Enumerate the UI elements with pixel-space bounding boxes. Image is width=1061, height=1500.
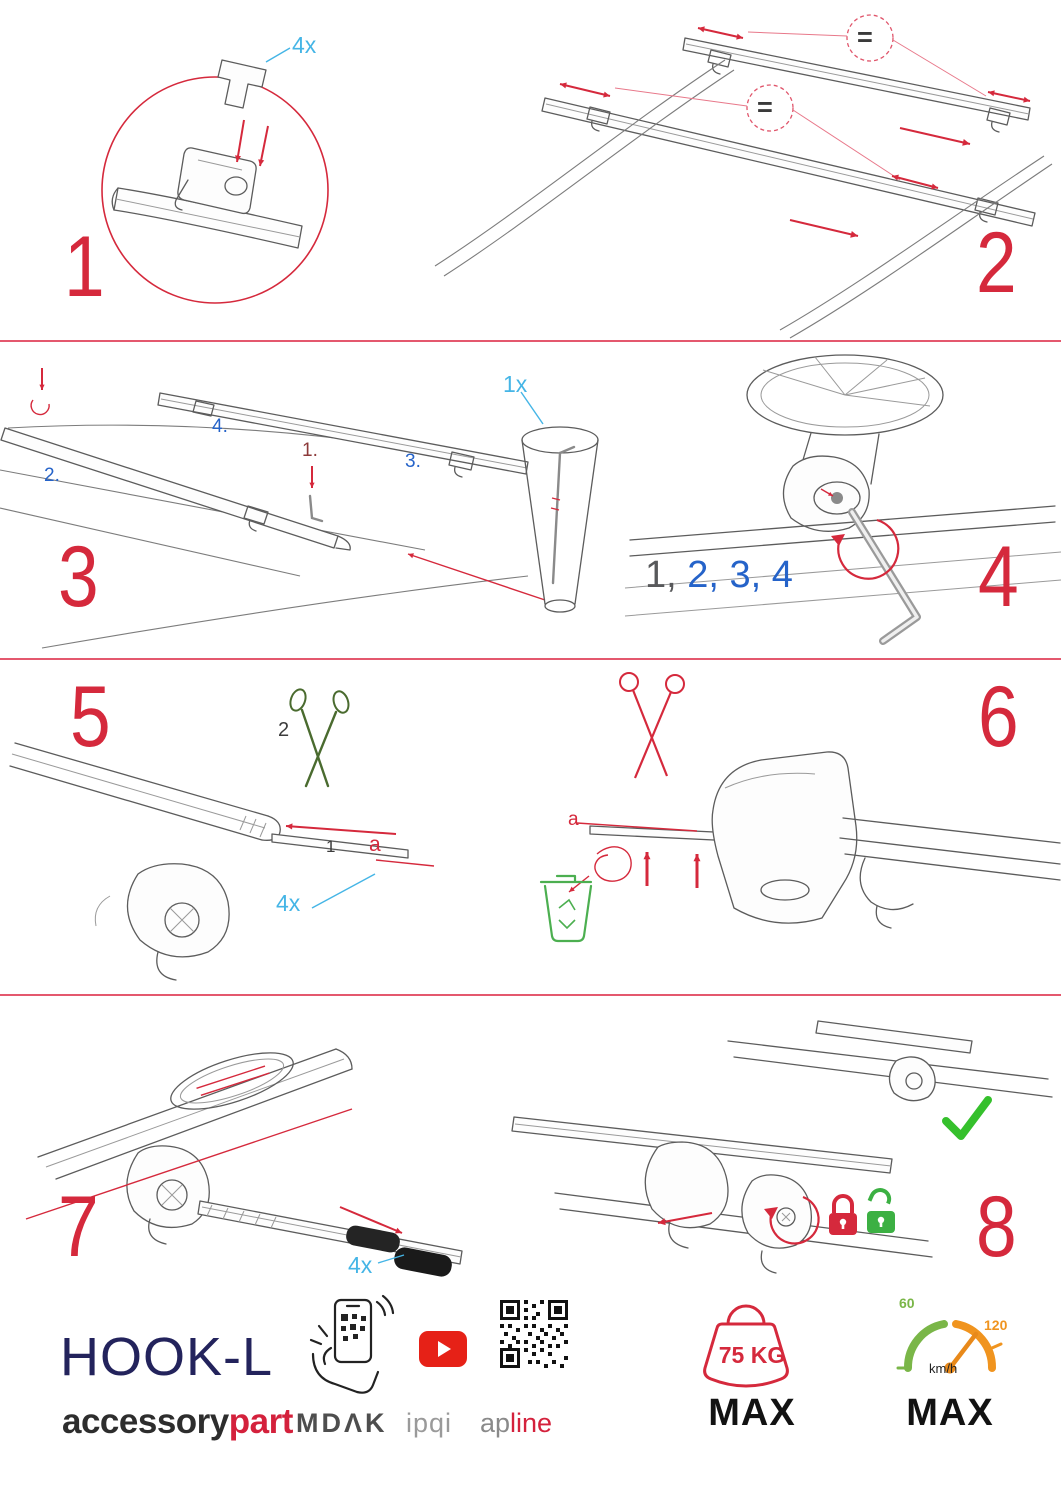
recycle-symbol (558, 898, 576, 930)
logo-apline-line: line (510, 1408, 553, 1438)
step1-qty-label: 4x (292, 32, 317, 58)
brand-logo: accessorypart (62, 1404, 293, 1439)
equal-circle (746, 84, 794, 132)
step1-illustration (101, 47, 329, 304)
equal-symbol: = (857, 22, 873, 52)
step3-qty-label: 1x (503, 371, 528, 397)
step3-substep-1: 1. (302, 440, 318, 461)
step8-illustration (511, 1020, 1053, 1274)
section-divider (0, 994, 1061, 996)
logo-apline-ap: ap (480, 1408, 511, 1438)
step1-number: 1 (64, 219, 105, 315)
speed-high-label: 120 (984, 1317, 1008, 1333)
speed-unit-label: km/h (929, 1361, 958, 1376)
weight-limit-icon (703, 1304, 789, 1388)
step6-illustration (539, 672, 1061, 943)
mount-bracket (217, 59, 267, 109)
trash-bin-icon (539, 874, 593, 943)
brand-accessory: accessory (62, 1402, 229, 1441)
step8-number: 8 (976, 1179, 1017, 1275)
step3-substep-4: 4. (212, 416, 228, 437)
phone-qr-icon (309, 1294, 395, 1394)
step3-illustration (0, 368, 599, 649)
step2-illustration (434, 14, 1053, 339)
allen-key-icon (551, 445, 576, 585)
step2-number: 2 (976, 215, 1017, 311)
step5-number: 5 (70, 669, 111, 765)
step7-qty-label: 4x (348, 1252, 373, 1278)
logo-ipqi: ipqi (406, 1408, 453, 1438)
logo-mdak: MDΛK (296, 1408, 388, 1438)
bar-opening (170, 1052, 294, 1110)
speed-low-label: 60 (899, 1295, 915, 1311)
scissors-icon (619, 672, 685, 779)
weight-limit-max: MAX (708, 1392, 796, 1434)
allen-key-icon (848, 508, 921, 645)
lock-open-icon (867, 1188, 895, 1233)
step6-number: 6 (978, 669, 1019, 765)
sequence-remaining: 2, 3, 4 (687, 554, 793, 596)
product-name: HOOK-L (60, 1327, 274, 1387)
speed-max: MAX (906, 1392, 994, 1434)
end-caps (346, 1225, 452, 1277)
section-divider (0, 340, 1061, 342)
equal-symbol: = (757, 92, 773, 122)
step5-qty-label: 4x (276, 890, 301, 916)
offcut-curl (594, 846, 632, 882)
tighten-sequence-text: 1, 2, 3, 4 (645, 556, 793, 594)
step4-illustration (624, 354, 1061, 645)
brand-part: part (228, 1402, 294, 1441)
step5-strip-label: a (369, 833, 381, 856)
rotate-arrow (769, 1195, 820, 1245)
rubber-strip (271, 833, 409, 859)
rotate-arrow (837, 518, 900, 580)
sequence-done: 1, (645, 554, 677, 596)
magnifier-circle (101, 76, 329, 304)
plastic-cover (711, 751, 858, 924)
speedometer-icon (896, 1320, 1003, 1374)
qr-code (500, 1300, 568, 1368)
allen-key-icon (308, 494, 324, 523)
funnel-case (521, 426, 599, 613)
step4-number: 4 (978, 529, 1019, 625)
step3-substep-2: 2. (44, 465, 60, 486)
weight-limit-value: 75 KG (718, 1342, 786, 1368)
step5-illustration (9, 688, 435, 981)
step6-strip-label: a (568, 809, 579, 830)
logo-apline: apline (480, 1410, 552, 1437)
step7-number: 7 (58, 1179, 99, 1275)
lock-closed-icon (829, 1194, 857, 1235)
checkmark-icon (942, 1096, 992, 1140)
equal-circle (846, 14, 894, 62)
step5-insert-label: 1 (326, 837, 336, 856)
youtube-icon (419, 1331, 467, 1367)
step5-cut-label: 2 (278, 719, 290, 741)
section-divider (0, 658, 1061, 660)
scissors-icon (289, 688, 350, 788)
step7-illustration (25, 1048, 463, 1277)
step3-substep-3: 3. (405, 451, 421, 472)
step3-number: 3 (58, 529, 99, 625)
